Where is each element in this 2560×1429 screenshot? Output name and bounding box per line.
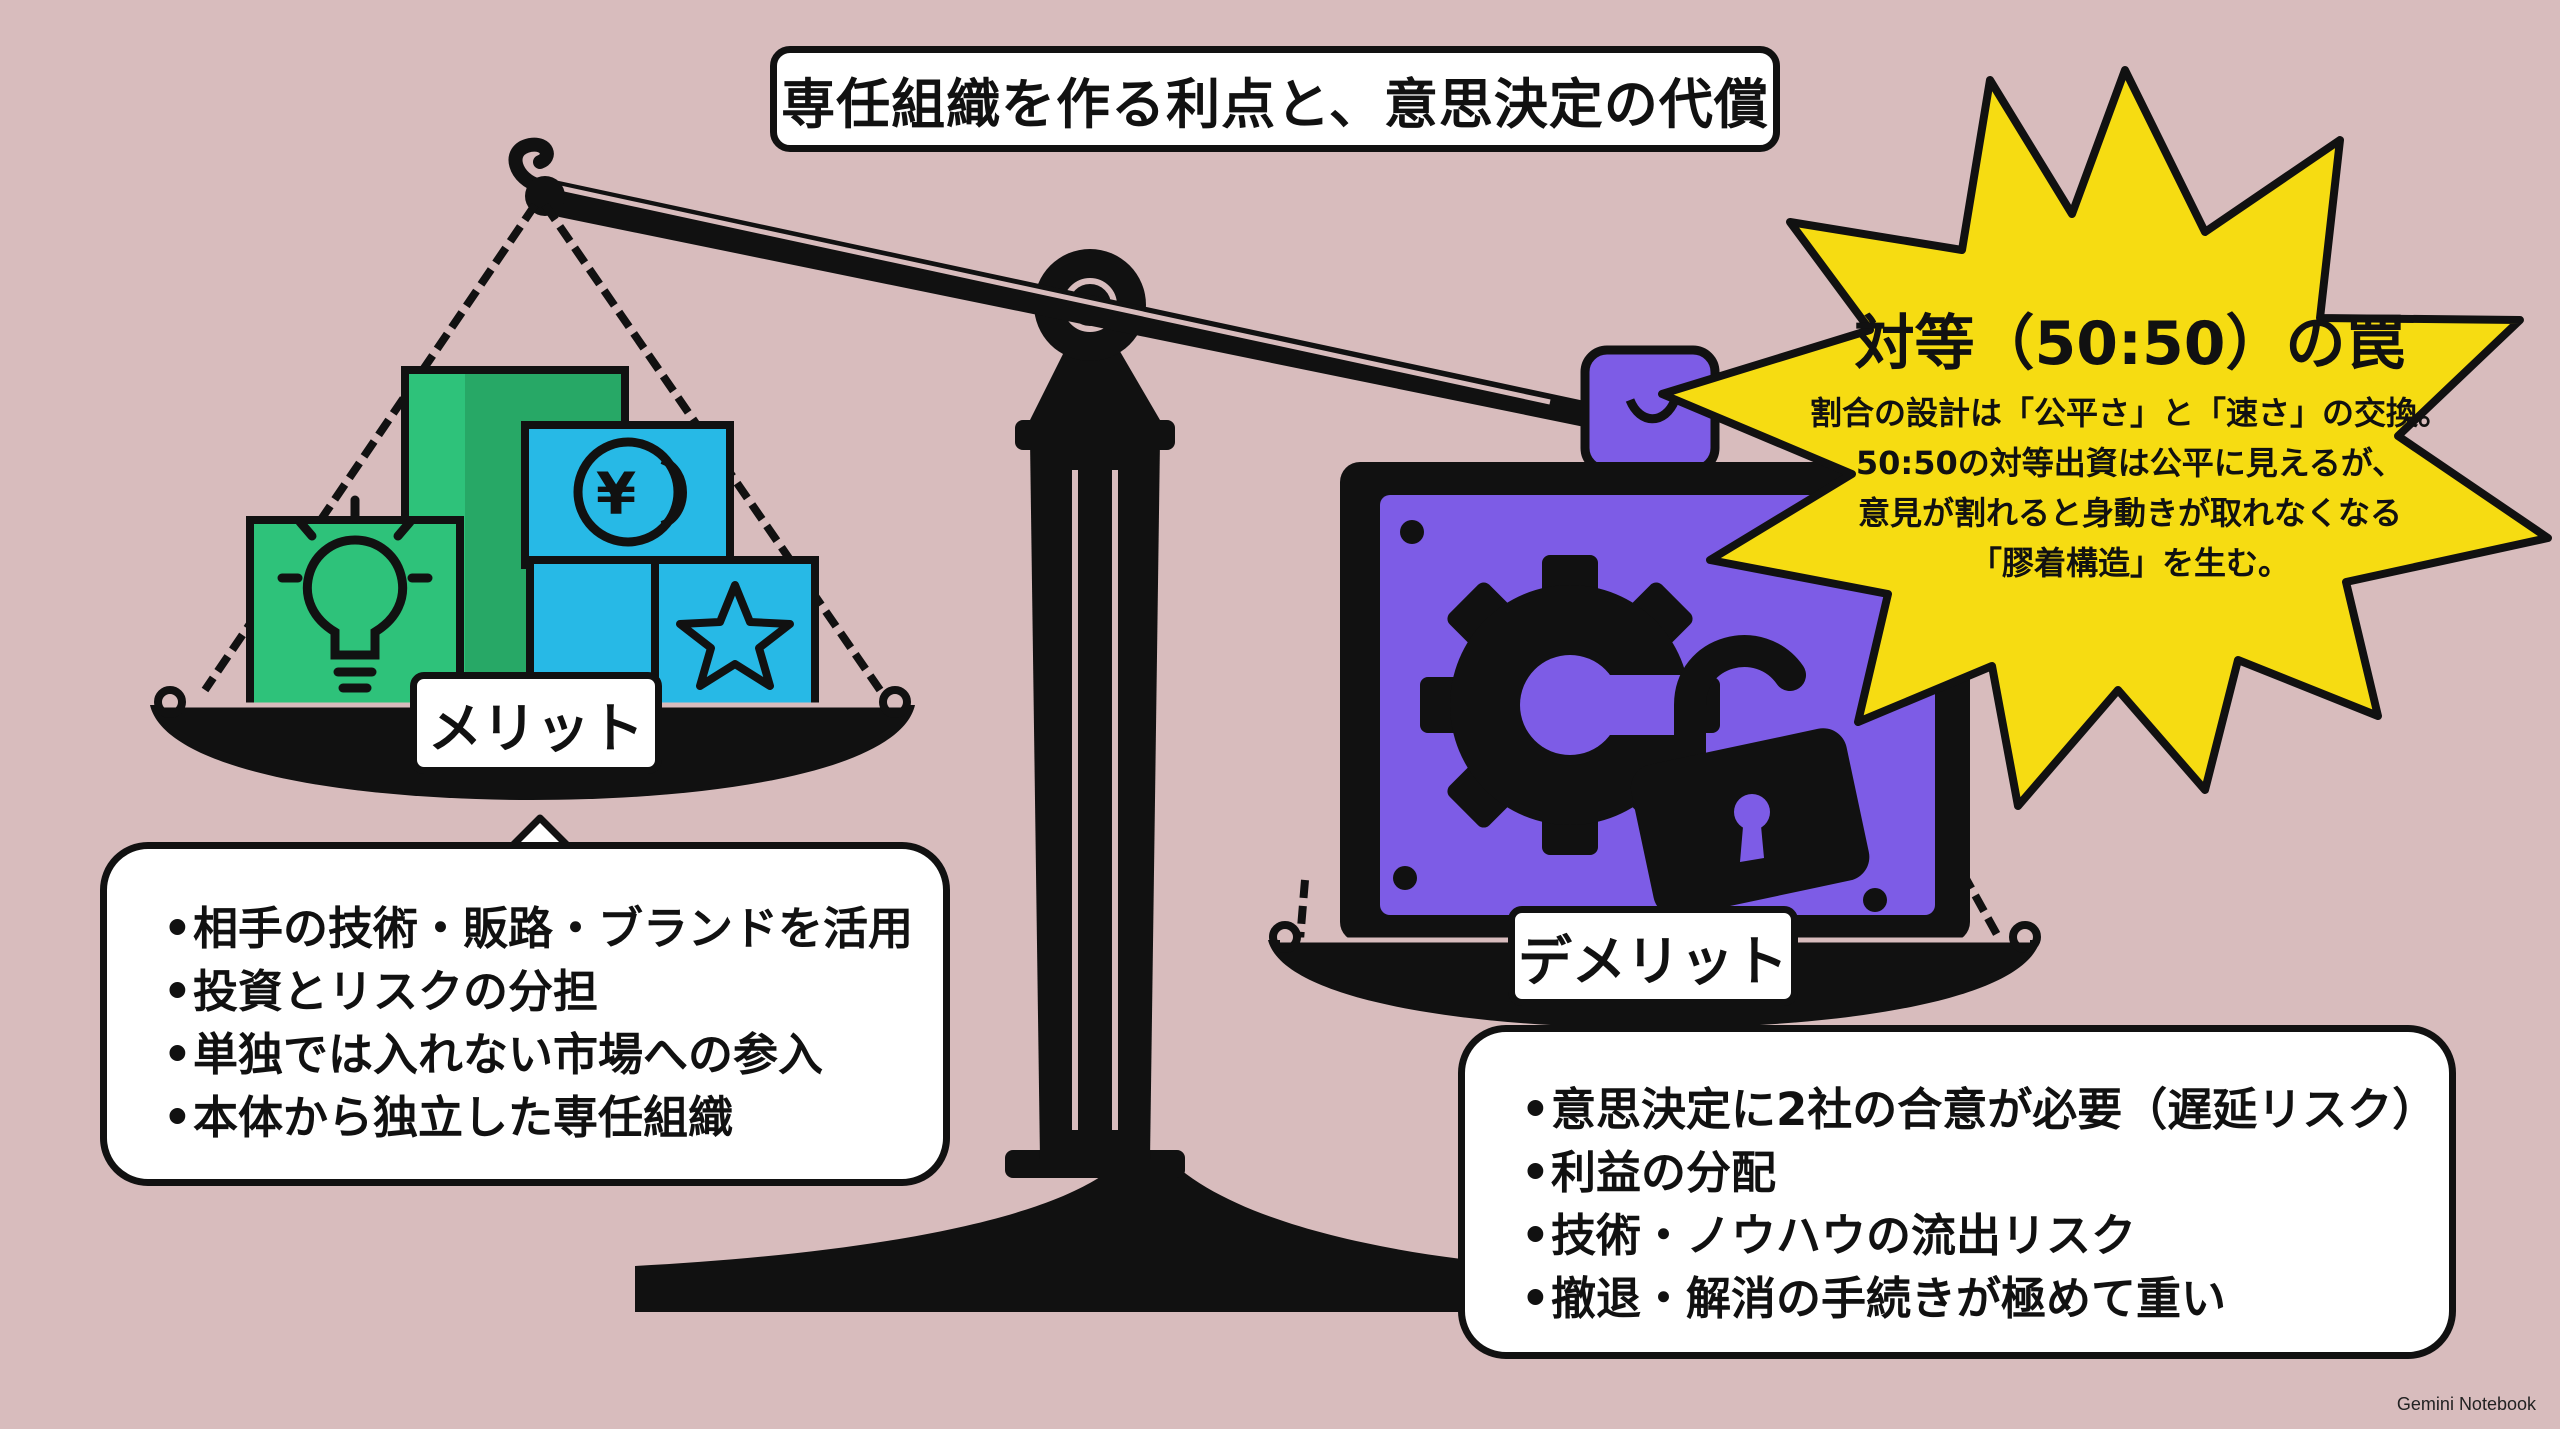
trap-line: 意見が割れると身動きが取れなくなる: [1857, 494, 2402, 532]
trap-callout: 対等（50:50）の罠 割合の設計は「公平さ」と「速さ」の交換。 50:50の対…: [1700, 300, 2560, 588]
scale-base: [635, 249, 1530, 1312]
demerit-item: 技術・ノウハウの流出リスク: [1521, 1204, 2449, 1267]
trap-title: 対等（50:50）の罠: [1854, 309, 2406, 379]
demerit-list-bubble: 意思決定に2社の合意が必要（遅延リスク） 利益の分配 技術・ノウハウの流出リスク…: [1458, 1025, 2456, 1359]
credit-watermark: Gemini Notebook: [2396, 1394, 2536, 1414]
page-title: 専任組織を作る利点と、意思決定の代償: [770, 46, 1780, 152]
scale-beam: [508, 137, 1650, 440]
merit-item: 相手の技術・販路・ブランドを活用: [163, 897, 943, 960]
lightbulb-icon: [277, 495, 433, 693]
merit-list-bubble: 相手の技術・販路・ブランドを活用 投資とリスクの分担 単独では入れない市場への参…: [100, 842, 950, 1186]
trap-line: 割合の設計は「公平さ」と「速さ」の交換。: [1809, 394, 2450, 432]
trap-line: 50:50の対等出資は公平に見えるが、: [1855, 444, 2405, 482]
merit-item: 単独では入れない市場への参入: [163, 1023, 943, 1086]
trap-starburst: [1658, 66, 2552, 810]
trap-line: 「膠着構造」を生む。: [1969, 544, 2290, 582]
demerit-item: 意思決定に2社の合意が必要（遅延リスク）: [1521, 1078, 2449, 1141]
gear-icon: [1420, 555, 1720, 855]
trap-body: 割合の設計は「公平さ」と「速さ」の交換。 50:50の対等出資は公平に見えるが、…: [1700, 388, 2560, 588]
demerit-item: 撤退・解消の手続きが極めて重い: [1521, 1267, 2449, 1330]
merit-label: メリット: [410, 672, 662, 774]
merit-item: 本体から独立した専任組織: [163, 1086, 943, 1149]
demerit-label: デメリット: [1508, 906, 1798, 1006]
svg-text:¥: ¥: [596, 460, 636, 528]
padlock-icon: [1630, 635, 1870, 917]
demerit-item: 利益の分配: [1521, 1141, 2449, 1204]
star-icon: [676, 581, 794, 690]
merit-item: 投資とリスクの分担: [163, 960, 943, 1023]
yen-coin-icon: ¥: [573, 437, 687, 547]
